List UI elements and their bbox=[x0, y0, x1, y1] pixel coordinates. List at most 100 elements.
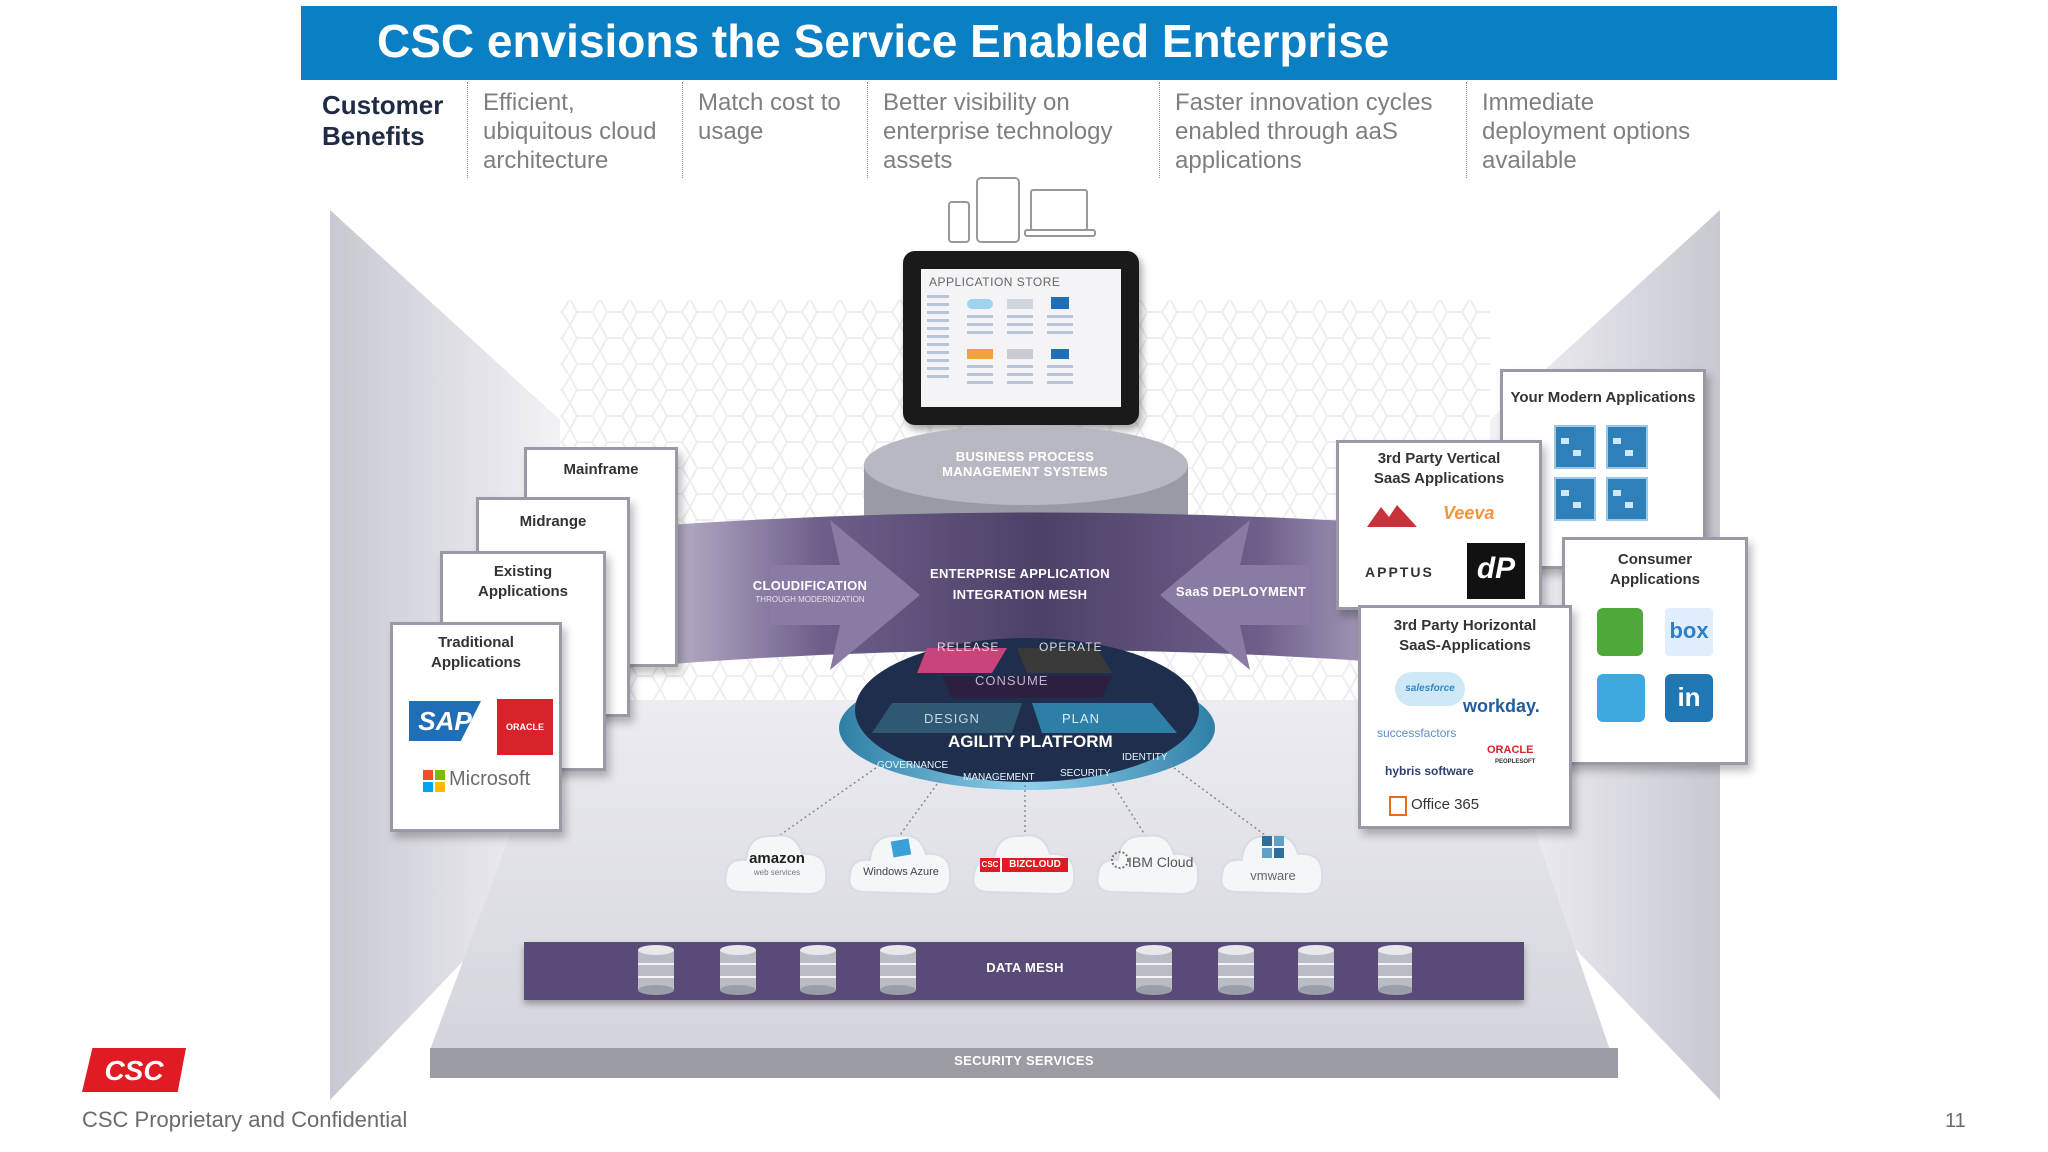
cloud-vmware-label: vmware bbox=[1250, 868, 1296, 883]
benefit-line: architecture bbox=[483, 147, 609, 174]
cloud-shape-icon bbox=[848, 834, 952, 896]
confidential-notice: CSC Proprietary and Confidential bbox=[82, 1107, 408, 1132]
benefit-line: available bbox=[1482, 147, 1577, 174]
cloud-amazon: amazon web services bbox=[722, 822, 832, 902]
benefit-divider bbox=[682, 82, 684, 178]
linkedin-icon: in bbox=[1665, 674, 1713, 722]
existing-apps-line: Existing bbox=[493, 563, 553, 580]
oracle-peoplesoft-logo: ORACLE bbox=[1487, 744, 1534, 756]
ring-identity: IDENTITY bbox=[1122, 752, 1168, 763]
benefit-4: Faster innovation cycles enabled through… bbox=[1175, 88, 1432, 175]
cloud-connectors bbox=[779, 764, 1266, 836]
evernote-icon bbox=[1597, 608, 1643, 656]
benefit-line: applications bbox=[1175, 147, 1302, 174]
benefit-line: deployment options bbox=[1482, 118, 1691, 145]
successfactors-logo: successfactors bbox=[1377, 726, 1457, 740]
data-mesh-label: DATA MESH bbox=[986, 960, 1064, 975]
benefit-line: enabled through aaS bbox=[1175, 118, 1398, 145]
database-icons bbox=[637, 944, 1412, 996]
benefit-divider bbox=[867, 82, 869, 178]
integration-band bbox=[600, 512, 1480, 670]
bpm-label: BUSINESS PROCESS MANAGEMENT SYSTEMS bbox=[900, 449, 1150, 479]
benefits-header: Customer Benefits bbox=[322, 90, 443, 152]
cloud-azure: Windows Azure bbox=[846, 822, 956, 902]
app-store-grid bbox=[927, 295, 1073, 384]
twitter-icon bbox=[1597, 674, 1645, 722]
ring-governance: GOVERNANCE bbox=[877, 760, 949, 771]
agility-platform-name: AGILITY PLATFORM bbox=[948, 732, 1113, 751]
segment-release: RELEASE bbox=[937, 640, 1000, 654]
vertical-saas-line: SaaS Applications bbox=[1373, 470, 1505, 487]
title-bar bbox=[301, 6, 1837, 80]
oracle-logo: ORACLE bbox=[497, 699, 553, 755]
integration-mesh-line: ENTERPRISE APPLICATION bbox=[930, 566, 1110, 581]
security-services-band bbox=[430, 1048, 1618, 1078]
benefit-5: Immediate deployment options available bbox=[1482, 88, 1690, 175]
integration-mesh-label: ENTERPRISE APPLICATION INTEGRATION MESH bbox=[910, 563, 1130, 605]
devices-icon bbox=[948, 177, 1096, 243]
consumer-apps-line: Applications bbox=[1609, 571, 1700, 588]
peoplesoft-label: PEOPLESOFT bbox=[1495, 759, 1536, 765]
benefit-line: Efficient, bbox=[483, 89, 575, 116]
traditional-apps-line: Traditional bbox=[438, 634, 514, 651]
salesforce-logo: salesforce bbox=[1395, 672, 1465, 706]
horizontal-saas-card: 3rd Party Horizontal SaaS-Applications s… bbox=[1358, 605, 1572, 829]
csc-logo-text: CSC bbox=[104, 1055, 164, 1086]
cloud-vmware: vmware bbox=[1218, 822, 1328, 902]
benefit-line: enterprise technology bbox=[883, 118, 1113, 145]
cloud-azure-label: Windows Azure bbox=[863, 866, 939, 878]
traditional-apps-label: Traditional Applications bbox=[393, 633, 559, 673]
office365-icon bbox=[1389, 796, 1407, 816]
benefits-header-line: Customer bbox=[322, 90, 444, 120]
benefit-line: Match cost to bbox=[698, 89, 841, 116]
agility-platform bbox=[839, 638, 1215, 790]
cloudification-label: CLOUDIFICATION bbox=[752, 578, 868, 593]
vertical-saas-card: 3rd Party Vertical SaaS Applications Vee… bbox=[1336, 440, 1542, 610]
workday-logo: workday. bbox=[1463, 696, 1540, 716]
vertical-saas-line: 3rd Party Vertical bbox=[1377, 450, 1501, 467]
bpm-label-line: BUSINESS PROCESS bbox=[955, 449, 1095, 464]
ring-management: MANAGEMENT bbox=[963, 772, 1035, 783]
cloud-ibm: IBM Cloud bbox=[1094, 822, 1204, 902]
benefit-divider bbox=[1159, 82, 1161, 178]
saas-deployment-label: SaaS DEPLOYMENT bbox=[1175, 584, 1307, 599]
midrange-label: Midrange bbox=[519, 513, 587, 530]
cloud-bizcloud: CSC BIZCLOUD bbox=[970, 822, 1080, 902]
cloud-amazon-sublabel: web services bbox=[753, 868, 801, 877]
page-title: CSC envisions the Service Enabled Enterp… bbox=[377, 15, 1390, 67]
sap-logo: SAP bbox=[409, 701, 481, 741]
app-store-screen: APPLICATION STORE bbox=[921, 269, 1121, 407]
cloud-bizcloud-label: BIZCLOUD bbox=[1002, 858, 1068, 872]
cloud-shape-icon bbox=[1220, 834, 1324, 896]
horizontal-saas-label: 3rd Party Horizontal SaaS-Applications bbox=[1361, 616, 1569, 656]
benefit-line: Faster innovation cycles bbox=[1175, 89, 1433, 116]
cloud-amazon-label: amazon bbox=[749, 850, 805, 867]
bpm-label-line: MANAGEMENT SYSTEMS bbox=[942, 464, 1108, 479]
microsoft-logo-icon bbox=[423, 770, 445, 792]
benefit-line: ubiquitous cloud bbox=[483, 118, 657, 145]
office365-logo: Office 365 bbox=[1411, 796, 1480, 813]
page-number: 11 bbox=[1945, 1110, 1966, 1132]
segment-consume: CONSUME bbox=[975, 673, 1049, 688]
benefit-3: Better visibility on enterprise technolo… bbox=[883, 88, 1112, 175]
benefit-divider bbox=[467, 82, 469, 178]
mainframe-label: Mainframe bbox=[563, 461, 639, 478]
segment-design: DESIGN bbox=[924, 711, 980, 726]
app-store-title: APPLICATION STORE bbox=[929, 275, 1061, 289]
csc-logo bbox=[82, 1048, 186, 1092]
vertical-saas-label: 3rd Party Vertical SaaS Applications bbox=[1339, 449, 1539, 489]
benefit-1: Efficient, ubiquitous cloud architecture bbox=[483, 88, 656, 175]
existing-apps-label: Existing Applications bbox=[443, 562, 603, 602]
modern-app-tiles-icon bbox=[1554, 425, 1648, 521]
hybris-logo: hybris software bbox=[1385, 764, 1474, 778]
traditional-apps-line: Applications bbox=[430, 654, 521, 671]
horizontal-saas-line: SaaS-Applications bbox=[1399, 637, 1531, 654]
apptus-logo: APPTUS bbox=[1365, 564, 1434, 580]
cloudification-sublabel: THROUGH MODERNIZATION bbox=[755, 595, 865, 604]
benefit-divider bbox=[1466, 82, 1468, 178]
box-icon: box bbox=[1665, 608, 1713, 656]
benefits-header-line: Benefits bbox=[322, 121, 425, 151]
ring-security: SECURITY bbox=[1060, 768, 1111, 779]
dp-logo: dP bbox=[1467, 543, 1525, 599]
horizontal-saas-line: 3rd Party Horizontal bbox=[1393, 617, 1537, 634]
